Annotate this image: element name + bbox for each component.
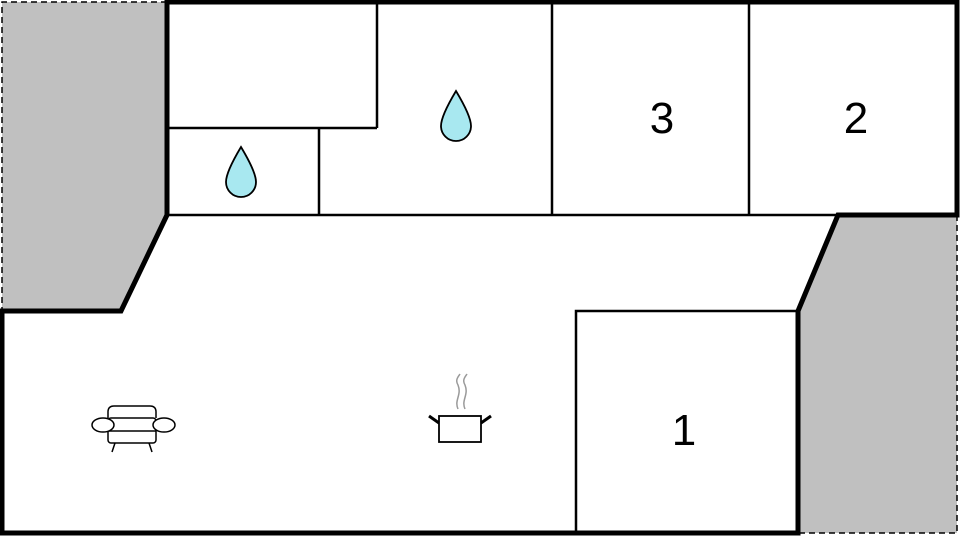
- water-drop-icon: [440, 89, 472, 142]
- water-drop-icon: [225, 145, 257, 198]
- room-number-3: 3: [650, 94, 674, 143]
- sofa-icon: [91, 405, 176, 453]
- wall-bedroom-1: [574, 309, 798, 533]
- room-number-1: 1: [672, 406, 696, 455]
- cooking-pot-icon: [428, 373, 492, 443]
- interior-walls: [167, 2, 957, 533]
- outside-area-bottom-right: [798, 215, 957, 533]
- outside-area-top-left: [2, 2, 167, 311]
- room-number-2: 2: [844, 94, 868, 143]
- outside-area-bottom-right-border: [798, 215, 958, 534]
- outside-area-top-left-border: [1, 1, 167, 311]
